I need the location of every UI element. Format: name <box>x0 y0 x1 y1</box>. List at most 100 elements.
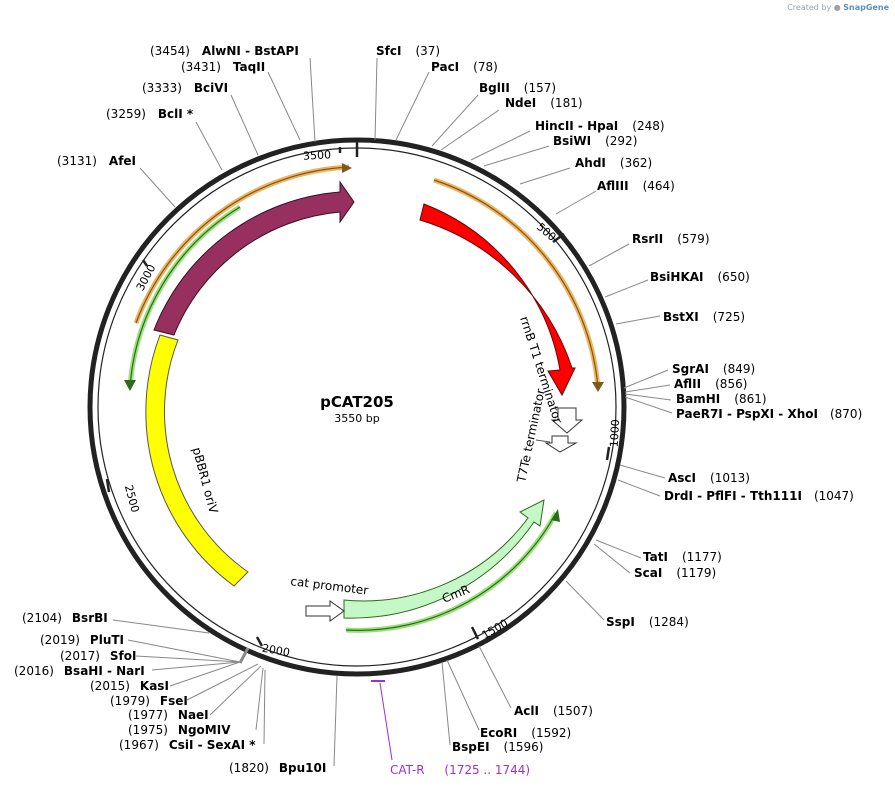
site-pos-bcivi: (3333) <box>142 81 182 95</box>
site-pos-bcli: (3259) <box>106 107 146 121</box>
leader-bglii <box>431 94 479 147</box>
site-label-bsihkai: BsiHKAI(650) <box>650 270 750 284</box>
leader-ecori <box>446 659 480 731</box>
site-label-csii: (1967)CsiI - SexAI * <box>119 738 256 752</box>
tick-mark-500 <box>552 232 565 244</box>
site-pos-asci: (1013) <box>710 471 750 485</box>
site-name-sfci: SfcI <box>376 44 401 58</box>
leader-bsrbi <box>112 619 210 634</box>
site-label-acli: AclI(1507) <box>514 704 593 718</box>
orange-arc-right <box>433 177 601 389</box>
primer-cat-r-label: CAT-R (1725 .. 1744) <box>390 763 530 777</box>
site-pos-bglii: (157) <box>524 81 556 95</box>
credit-brand: SnapGene <box>843 3 889 12</box>
site-pos-bamhi: (861) <box>734 392 766 406</box>
leader-sspi <box>565 580 605 621</box>
site-label-bsrbi: (2104) BsrBI <box>22 611 108 625</box>
site-label-bcli: (3259) BclI * <box>106 107 194 121</box>
tick-label-2500: 2500 <box>122 484 142 514</box>
feature-cmr-arrow <box>343 499 545 619</box>
leader-kasi <box>169 661 241 687</box>
site-pos-afei: (3131) <box>57 154 97 168</box>
site-label-bpu10i: (1820)Bpu10I <box>229 761 326 775</box>
primer-cat-r-leader <box>379 682 393 761</box>
site-label-naei: (1977)NaeI <box>128 708 209 722</box>
feature-t7te-terminator-label: T7Te terminator <box>514 388 548 485</box>
plasmid-size: 3550 bp <box>334 412 379 425</box>
site-label-afliii: AflIII(464) <box>597 179 675 193</box>
leader-sfoi <box>135 655 241 663</box>
site-label-bcivi: (3333) BciVI <box>142 81 228 95</box>
site-name-bstxi: BstXI <box>663 310 699 324</box>
snapgene-credit: Created by ● SnapGene <box>787 3 889 12</box>
site-pos-scai: (1179) <box>676 566 716 580</box>
site-label-drdi: DrdI - PflFI - Tth111I (1047) <box>664 489 854 503</box>
site-pos-sspi: (1284) <box>649 615 689 629</box>
leader-asci <box>619 464 666 479</box>
feature-mrfp1-arrow <box>419 203 576 397</box>
site-name-paer7i: PaeR7I - PspXI - XhoI <box>676 407 818 421</box>
leader-ndei <box>440 109 500 151</box>
green-arc-bottom-arrowhead <box>551 509 560 522</box>
site-name-bglii: BglII <box>479 81 510 95</box>
leader-paci <box>395 71 430 141</box>
site-label-bglii: BglII (157) <box>479 81 556 95</box>
leader-tati <box>595 539 642 559</box>
site-name-afei: AfeI <box>109 154 136 168</box>
site-label-aflii: AflII(856) <box>674 377 747 391</box>
leader-bpu10i <box>333 675 338 767</box>
leader-bsihkai <box>604 279 649 298</box>
leader-scai <box>593 543 631 574</box>
site-pos-drdi: (1047) <box>814 489 854 503</box>
site-label-sfoi: (2017)SfoI <box>60 649 136 663</box>
site-label-kasi: (2015)KasI <box>90 679 169 693</box>
site-pos-fsei: (1979) <box>110 694 150 708</box>
leader-plu <box>127 639 241 663</box>
tick-mark-1500 <box>470 626 480 640</box>
site-name-scai: ScaI <box>634 566 662 580</box>
site-leader-lines <box>112 57 673 767</box>
site-pos-bsrbi: (2104) <box>22 611 62 625</box>
site-label-sspi: SspI(1284) <box>606 615 689 629</box>
green-arc-left-arrowhead <box>124 380 136 391</box>
feature-pbbr1-oriv-arrow <box>145 334 249 587</box>
site-name-fsei: FseI <box>160 694 188 708</box>
site-label-bamhi: BamHI(861) <box>676 392 767 406</box>
plasmid-name: pCAT205 <box>320 393 394 411</box>
leader-ahdi <box>519 167 571 185</box>
feature-t7te-terminator-shape <box>544 435 578 453</box>
site-name-ahdi: AhdI <box>575 156 606 170</box>
site-pos-ecori: (1592) <box>531 726 571 740</box>
site-pos-ahdi: (362) <box>620 156 652 170</box>
site-name-sgrai: SgrAI <box>672 362 709 376</box>
site-name-bcivi: BciVI <box>194 81 228 95</box>
site-label-bspei: BspEI(1596) <box>452 740 543 754</box>
site-label-pluti: (2019) PluTI <box>40 633 124 647</box>
site-name-bsihkai: BsiHKAI <box>650 270 704 284</box>
leader-bspei <box>441 661 451 746</box>
site-name-pluti: PluTI <box>90 633 124 647</box>
feature-cat-promoter-label: cat promoter <box>290 574 369 597</box>
leader-csii <box>263 669 266 745</box>
site-name-bsrbi: BsrBI <box>72 611 108 625</box>
site-pos-paer7i: (870) <box>830 407 862 421</box>
site-pos-tati: (1177) <box>682 550 722 564</box>
feature-pbbr1-rep-arrow <box>153 180 355 336</box>
site-label-bstxi: BstXI(725) <box>663 310 745 324</box>
site-pos-bsahi: (2016) <box>14 664 54 678</box>
leader-afliii <box>555 190 597 215</box>
leader-fsei <box>186 663 259 701</box>
site-name-drdi: DrdI - PflFI - Tth111I <box>664 489 802 503</box>
site-label-taqii: (3431)TaqII <box>181 60 265 74</box>
credit-created-by: Created by <box>787 3 832 12</box>
tick-marks <box>105 140 611 647</box>
site-name-hincii: HincII - HpaI <box>535 119 618 133</box>
site-label-fsei: (1979) FseI <box>110 694 188 708</box>
site-label-ahdi: AhdI (362) <box>575 156 652 170</box>
site-name-tati: TatI <box>643 550 668 564</box>
site-pos-pluti: (2019) <box>40 633 80 647</box>
site-name-aflii: AflII <box>674 377 701 391</box>
site-name-bcli: BclI * <box>158 107 194 121</box>
site-label-bsiwi: BsiWI(292) <box>553 134 637 148</box>
tick-label-1000: 1000 <box>608 419 622 448</box>
